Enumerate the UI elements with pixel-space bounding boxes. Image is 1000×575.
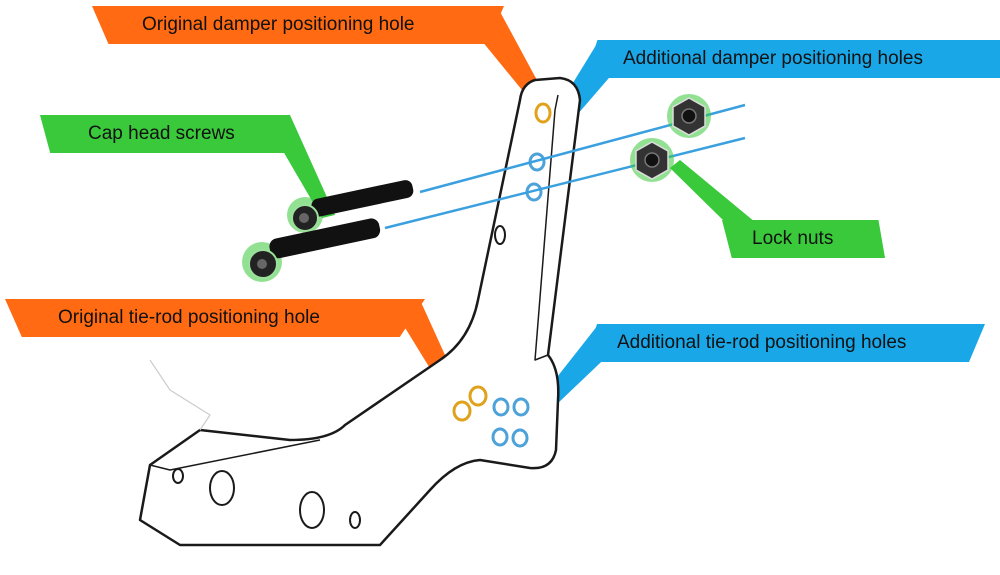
callout-tail-lock-nuts <box>670 160 755 222</box>
label-original-damper: Original damper positioning hole <box>142 14 415 35</box>
additional-tierod-hole-1 <box>492 397 510 417</box>
plate-hole-large-1 <box>209 470 235 506</box>
additional-tierod-hole-4 <box>511 428 529 448</box>
callout-lock-nuts: Lock nuts <box>722 220 885 258</box>
plate-hole-small <box>494 225 506 245</box>
bracket-plate <box>138 76 582 547</box>
original-tierod-hole-2 <box>468 385 488 407</box>
callout-original-tierod: Original tie-rod positioning hole <box>5 299 425 337</box>
callout-additional-damper: Additional damper positioning holes <box>585 40 1000 78</box>
label-lock-nuts: Lock nuts <box>752 228 834 249</box>
callout-original-damper: Original damper positioning hole <box>92 6 504 44</box>
plate-holes <box>172 225 506 529</box>
original-holes <box>452 102 552 422</box>
lock-nut-1 <box>667 94 711 138</box>
label-original-tierod: Original tie-rod positioning hole <box>58 307 320 328</box>
label-additional-damper: Additional damper positioning holes <box>623 48 923 69</box>
cap-head-screw-1 <box>287 180 414 233</box>
original-tierod-hole-1 <box>452 400 472 422</box>
additional-tierod-hole-2 <box>512 397 530 417</box>
original-damper-hole <box>534 102 552 124</box>
plate-hole-small-2 <box>349 511 361 529</box>
lock-nut-2 <box>630 138 674 182</box>
label-cap-screws: Cap head screws <box>88 123 235 144</box>
plate-hole-left <box>172 468 184 484</box>
callout-additional-tierod: Additional tie-rod positioning holes <box>585 324 985 362</box>
callout-cap-screws: Cap head screws <box>40 115 295 153</box>
label-additional-tierod: Additional tie-rod positioning holes <box>617 332 907 353</box>
additional-tierod-hole-3 <box>491 427 509 447</box>
plate-hole-large-2 <box>299 491 325 529</box>
cap-head-screw-2 <box>242 218 381 282</box>
